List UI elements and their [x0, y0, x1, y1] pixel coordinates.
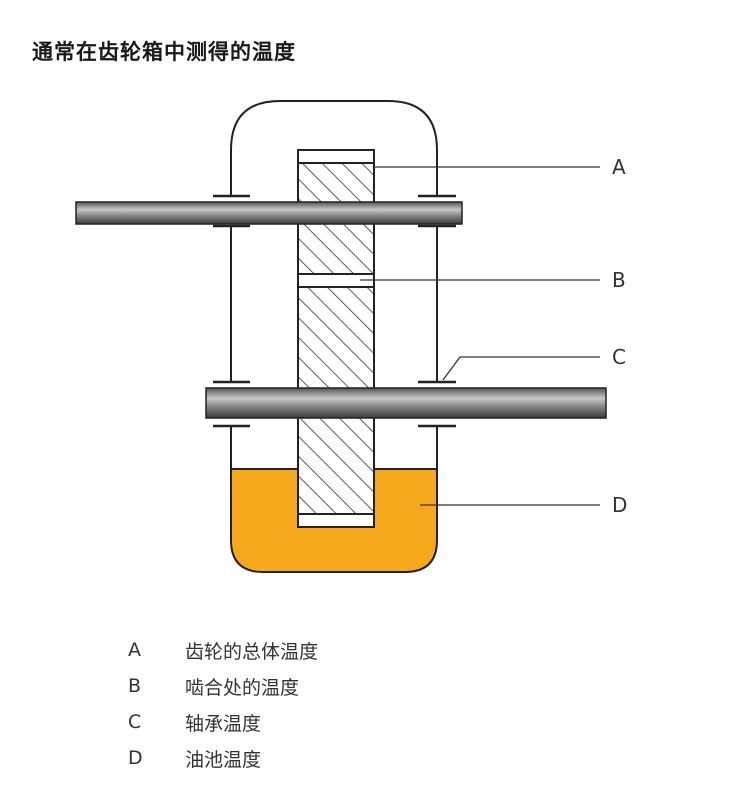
legend-text: 油池温度 [185, 748, 262, 771]
gear-top-band [297, 149, 375, 164]
callout-c: C [612, 345, 626, 369]
gearbox-housing [230, 100, 438, 196]
legend-row-d: D 油池温度 [128, 740, 318, 776]
leader-lines [360, 166, 600, 506]
legend-key: B [128, 675, 142, 697]
bearings [213, 194, 456, 428]
legend-key: D [128, 747, 143, 769]
legend-row-a: A 齿轮的总体温度 [128, 632, 318, 668]
legend-row-c: C 轴承温度 [128, 704, 318, 740]
legend-key: A [128, 639, 141, 661]
gearbox-diagram: A B C D [75, 100, 627, 573]
legend-row-b: B 啮合处的温度 [128, 668, 318, 704]
legend-text: 齿轮的总体温度 [185, 640, 319, 663]
legend-key: C [128, 711, 142, 733]
legend: A 齿轮的总体温度 B 啮合处的温度 C 轴承温度 D 油池温度 [128, 632, 318, 776]
lower-shaft [205, 387, 607, 419]
gear-bottom-band [297, 513, 375, 528]
legend-text: 啮合处的温度 [185, 676, 300, 699]
legend-text: 轴承温度 [185, 712, 262, 735]
callout-a: A [612, 155, 626, 179]
diagram-title: 通常在齿轮箱中测得的温度 [32, 40, 296, 64]
callout-b: B [612, 268, 626, 292]
callout-d: D [612, 493, 627, 517]
upper-shaft [75, 201, 463, 225]
